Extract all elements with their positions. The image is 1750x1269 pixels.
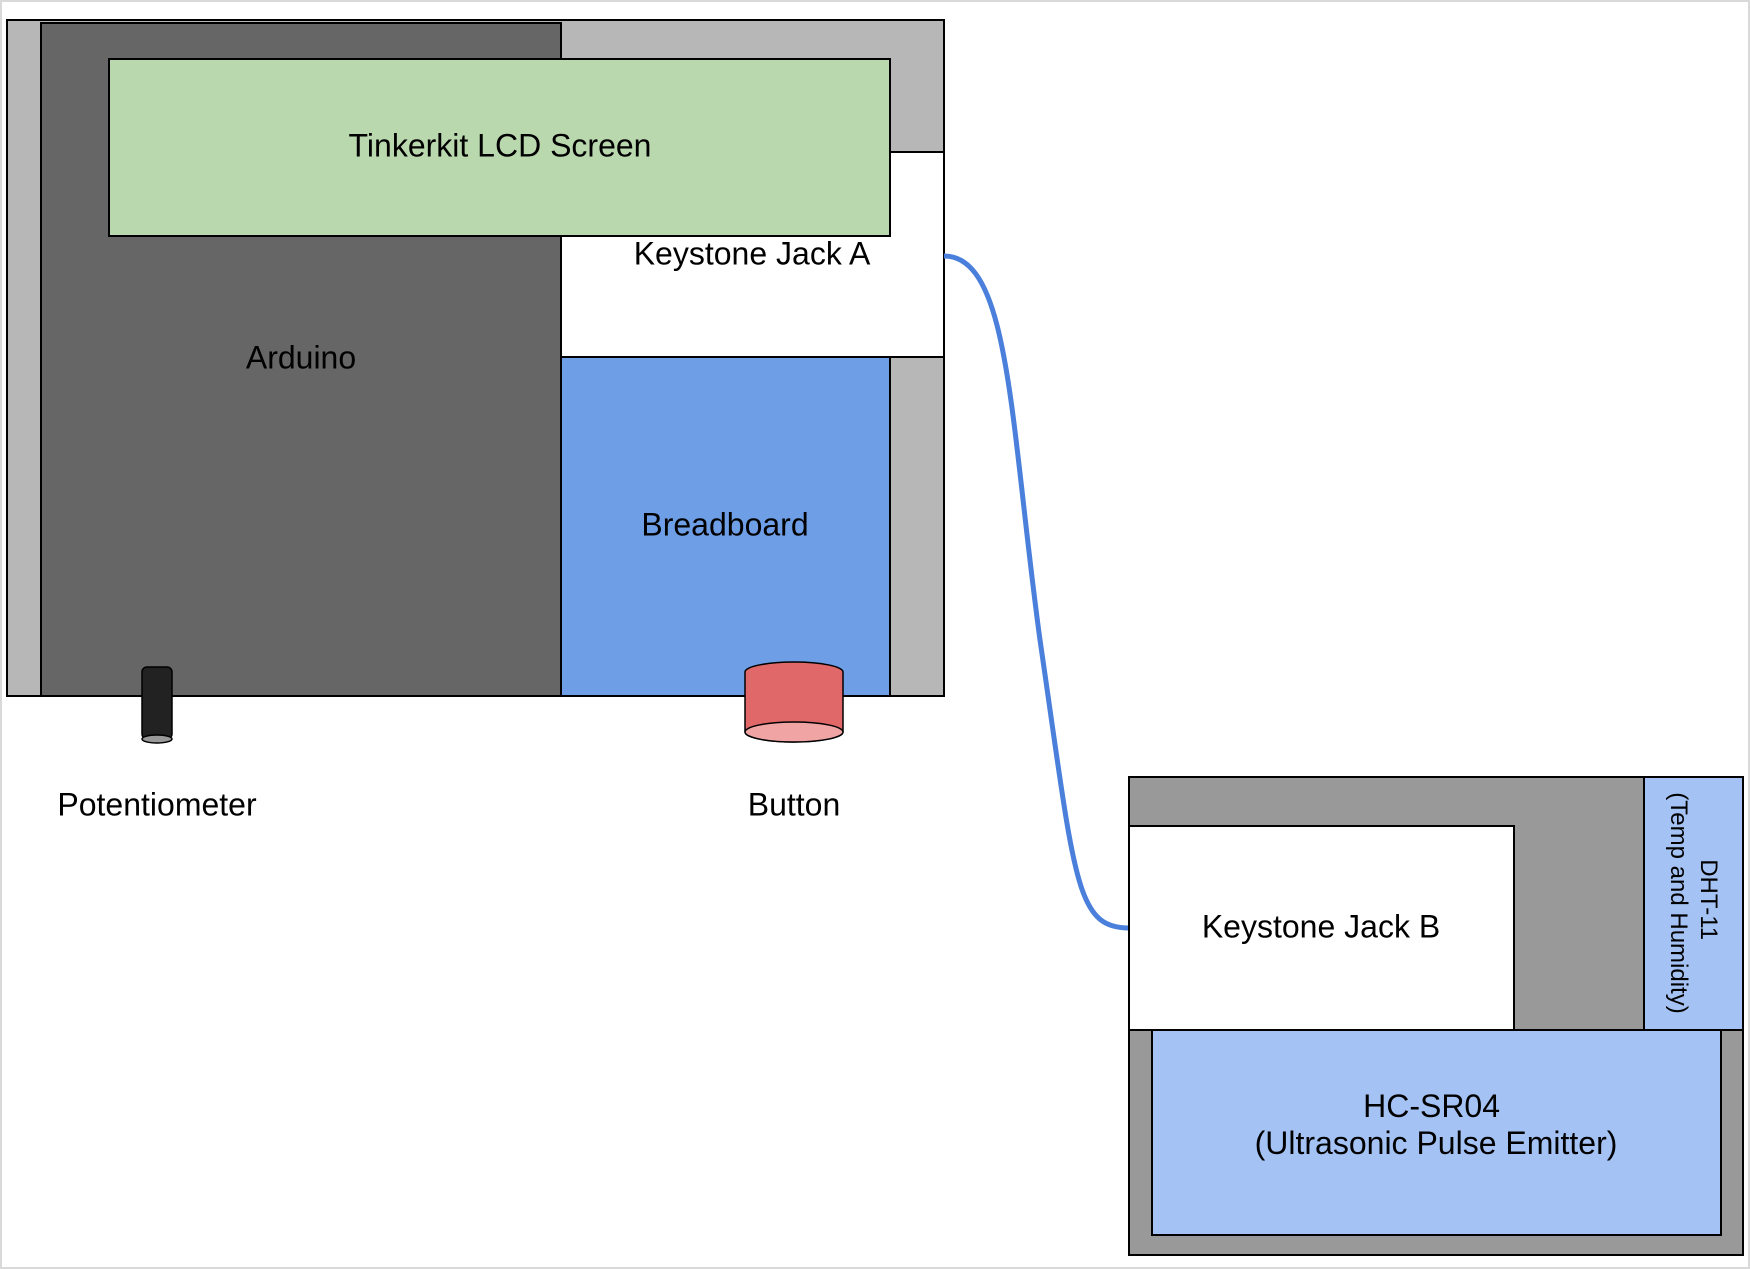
button-component — [744, 661, 844, 743]
button-label: Button — [748, 786, 841, 822]
network-cable — [943, 253, 1130, 931]
button-base — [744, 721, 844, 743]
hc-sr04-name: HC-SR04 — [1363, 1088, 1500, 1124]
keystone-jack-b — [1128, 825, 1515, 1031]
breadboard — [560, 356, 891, 697]
dht-11-description: (Temp and Humidity) — [1665, 792, 1692, 1013]
dht-11-label: DHT-11 (Temp and Humidity) — [1665, 792, 1722, 1013]
hc-sr04-sensor — [1151, 1029, 1722, 1236]
lcd-screen — [108, 58, 891, 237]
main-enclosure: Arduino Keystone Jack A Tinkerkit LCD Sc… — [6, 19, 945, 697]
potentiometer-shaft — [141, 666, 173, 740]
hc-sr04-description: (Ultrasonic Pulse Emitter) — [1255, 1125, 1618, 1161]
keystone-jack-a-label: Keystone Jack A — [634, 235, 871, 271]
potentiometer-base — [141, 734, 173, 744]
potentiometer-label: Potentiometer — [57, 786, 257, 822]
dht-11-sensor — [1643, 776, 1744, 1031]
sensor-enclosure: Keystone Jack B DHT-11 (Temp and Humidit… — [1128, 776, 1744, 1256]
lcd-screen-label: Tinkerkit LCD Screen — [349, 127, 652, 163]
arduino-label: Arduino — [246, 339, 356, 375]
hc-sr04-label: HC-SR04 (Ultrasonic Pulse Emitter) — [1255, 1088, 1618, 1161]
potentiometer — [141, 666, 173, 744]
breadboard-label: Breadboard — [641, 506, 808, 542]
keystone-jack-b-label: Keystone Jack B — [1202, 908, 1440, 944]
dht-11-name: DHT-11 — [1695, 859, 1722, 940]
